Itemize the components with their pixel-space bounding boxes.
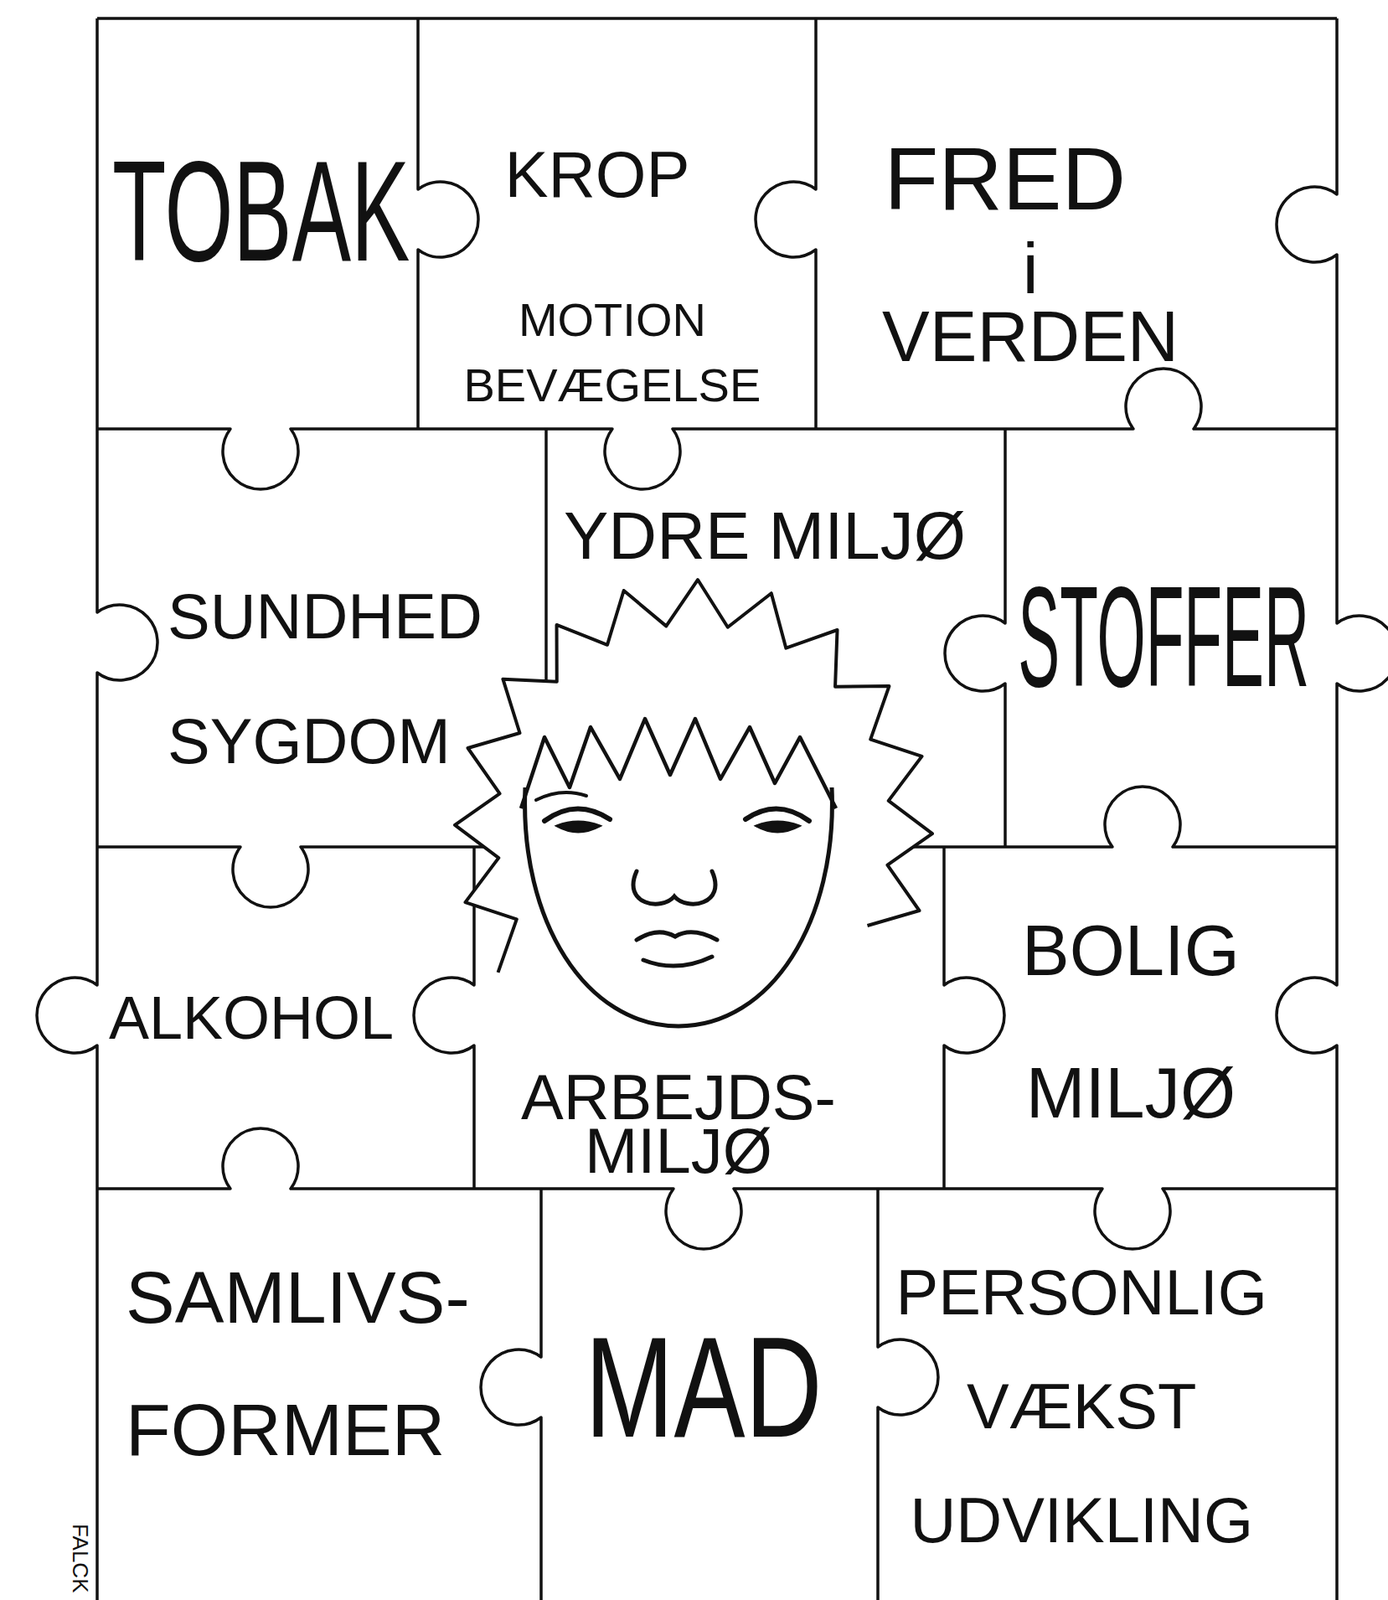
head-outline <box>525 787 833 1027</box>
puzzle-outline <box>36 18 1388 1600</box>
eye-lid <box>544 808 610 821</box>
puzzle-edge <box>95 1188 99 1600</box>
piece-label: KROP <box>505 139 691 212</box>
piece-label: BOLIG MILJØ <box>1021 879 1240 1165</box>
piece-label: ALKOHOL <box>108 985 394 1052</box>
puzzle-piece: TOBAK <box>97 18 418 429</box>
puzzle-edge <box>1276 18 1337 429</box>
piece-label: MAD <box>584 1315 822 1459</box>
head-ground <box>525 787 833 1027</box>
puzzle-piece: SUNDHED SYGDOM <box>97 428 547 847</box>
puzzle-piece: YDRE MILJØ <box>546 428 1006 847</box>
piece-label: i VERDEN <box>882 235 1179 372</box>
upper-lip <box>636 932 718 940</box>
puzzle-edge <box>944 1188 1337 1249</box>
puzzle-edge <box>36 846 98 1189</box>
puzzle-piece: ARBEJDS- MILJØ <box>474 846 945 1189</box>
eye-lid <box>745 808 810 821</box>
piece-label: YDRE MILJØ <box>563 499 966 573</box>
puzzle-edge <box>944 846 1005 1189</box>
piece-label: FRED <box>884 129 1127 228</box>
puzzle-edge <box>474 1188 945 1249</box>
eye <box>756 821 800 832</box>
puzzle-edge <box>1005 786 1337 847</box>
piece-label: MOTION BEVÆGELSE <box>464 287 762 419</box>
puzzle-edge <box>97 1128 475 1189</box>
puzzle-piece: MAD <box>541 1188 878 1600</box>
puzzle-edge <box>417 428 816 490</box>
eyebrow <box>536 792 587 800</box>
puzzle-piece: FREDi VERDEN <box>815 18 1337 429</box>
puzzle-piece: SAMLIVS- FORMER <box>97 1188 542 1600</box>
puzzle-piece: STOFFER <box>1005 428 1337 847</box>
puzzle-edge <box>1336 428 1388 847</box>
lower-lip <box>643 956 713 966</box>
puzzle-edge <box>944 428 1006 847</box>
hair-ground <box>454 579 933 1039</box>
puzzle-edge <box>1335 1188 1339 1600</box>
eye <box>557 821 600 832</box>
puzzle-edge <box>480 1188 542 1600</box>
puzzle-piece: BOLIG MILJØ <box>944 846 1337 1189</box>
artist-signature: FALCK <box>68 1522 93 1595</box>
piece-label: SAMLIVS- FORMER <box>125 1231 470 1497</box>
puzzle-edge <box>1276 846 1337 1189</box>
piece-label: PERSONLIG VÆKST UDVIKLING <box>896 1235 1268 1578</box>
face-drawing <box>454 579 933 1039</box>
puzzle-edge <box>413 846 475 1189</box>
hair-fringe <box>521 718 836 809</box>
piece-label: TOBAK <box>111 139 409 283</box>
puzzle-piece: KROP MOTION BEVÆGELSE <box>417 18 816 429</box>
piece-label: STOFFER <box>1017 565 1310 708</box>
piece-label: SUNDHED SYGDOM <box>167 553 483 805</box>
puzzle-piece: PERSONLIG VÆKST UDVIKLING <box>877 1188 1337 1600</box>
puzzle-piece: ALKOHOL <box>97 846 475 1189</box>
puzzle-edge <box>755 18 816 429</box>
puzzle-edge <box>97 16 1337 21</box>
piece-label: ARBEJDS- MILJØ <box>521 1070 836 1179</box>
puzzle-edge <box>97 846 475 908</box>
puzzle-edge <box>815 368 1337 429</box>
puzzle-edge <box>97 428 418 490</box>
nose <box>633 871 716 904</box>
